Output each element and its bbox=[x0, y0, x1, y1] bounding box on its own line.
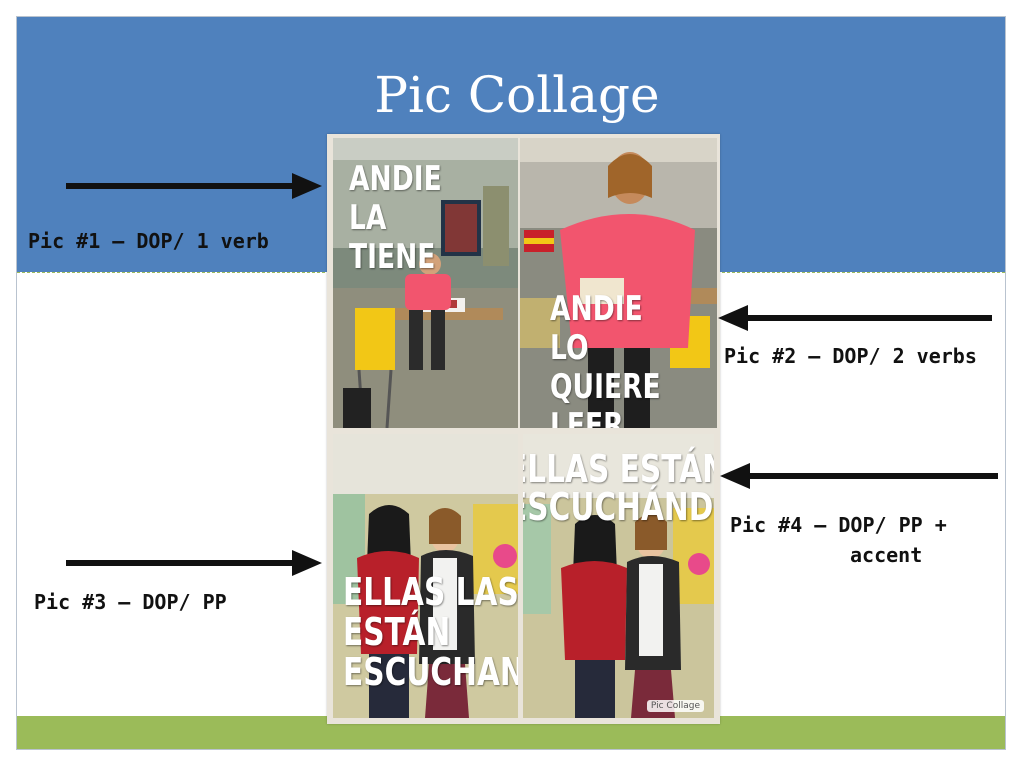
pic-3-label: Pic #3 – DOP/ PP bbox=[34, 590, 227, 614]
collage-photo-4: ELLAS ESTÁN ESCUCHÁNDOLAS Pic Collage bbox=[523, 434, 714, 718]
collage-photo-2: ANDIE LO QUIERE LEER bbox=[520, 138, 717, 428]
classroom-photo-4 bbox=[523, 434, 714, 718]
arrow-right-icon bbox=[66, 173, 322, 199]
arrow-left-icon bbox=[718, 305, 992, 331]
pic-4-label-line-2: accent bbox=[850, 543, 923, 567]
collage-photo-1: ANDIE LA TIENE bbox=[333, 138, 518, 428]
caption-3: ELLAS LAS ESTÁN ESCUCHANDO bbox=[343, 570, 518, 694]
classroom-photo-2 bbox=[520, 138, 717, 428]
pic-collage-watermark: Pic Collage bbox=[646, 700, 704, 712]
arrow-right-icon bbox=[66, 550, 322, 576]
collage-photo-3: ELLAS LAS ESTÁN ESCUCHANDO bbox=[333, 434, 518, 718]
caption-1: ANDIE LA TIENE bbox=[349, 159, 442, 277]
slide-title: Pic Collage bbox=[374, 66, 660, 124]
caption-2: ANDIE LO QUIERE LEER bbox=[550, 289, 661, 429]
pic-4-label-line-1: Pic #4 – DOP/ PP + bbox=[730, 513, 947, 537]
pic-collage: ANDIE LA TIENE ANDIE LO QUIERE LEER bbox=[327, 134, 720, 724]
pic-1-label: Pic #1 – DOP/ 1 verb bbox=[28, 229, 269, 253]
arrow-left-icon bbox=[720, 463, 998, 489]
classroom-photo-1 bbox=[333, 138, 518, 428]
classroom-photo-3 bbox=[333, 434, 518, 718]
pic-2-label: Pic #2 – DOP/ 2 verbs bbox=[724, 344, 977, 368]
caption-4: ELLAS ESTÁN ESCUCHÁNDOLAS bbox=[523, 447, 714, 529]
